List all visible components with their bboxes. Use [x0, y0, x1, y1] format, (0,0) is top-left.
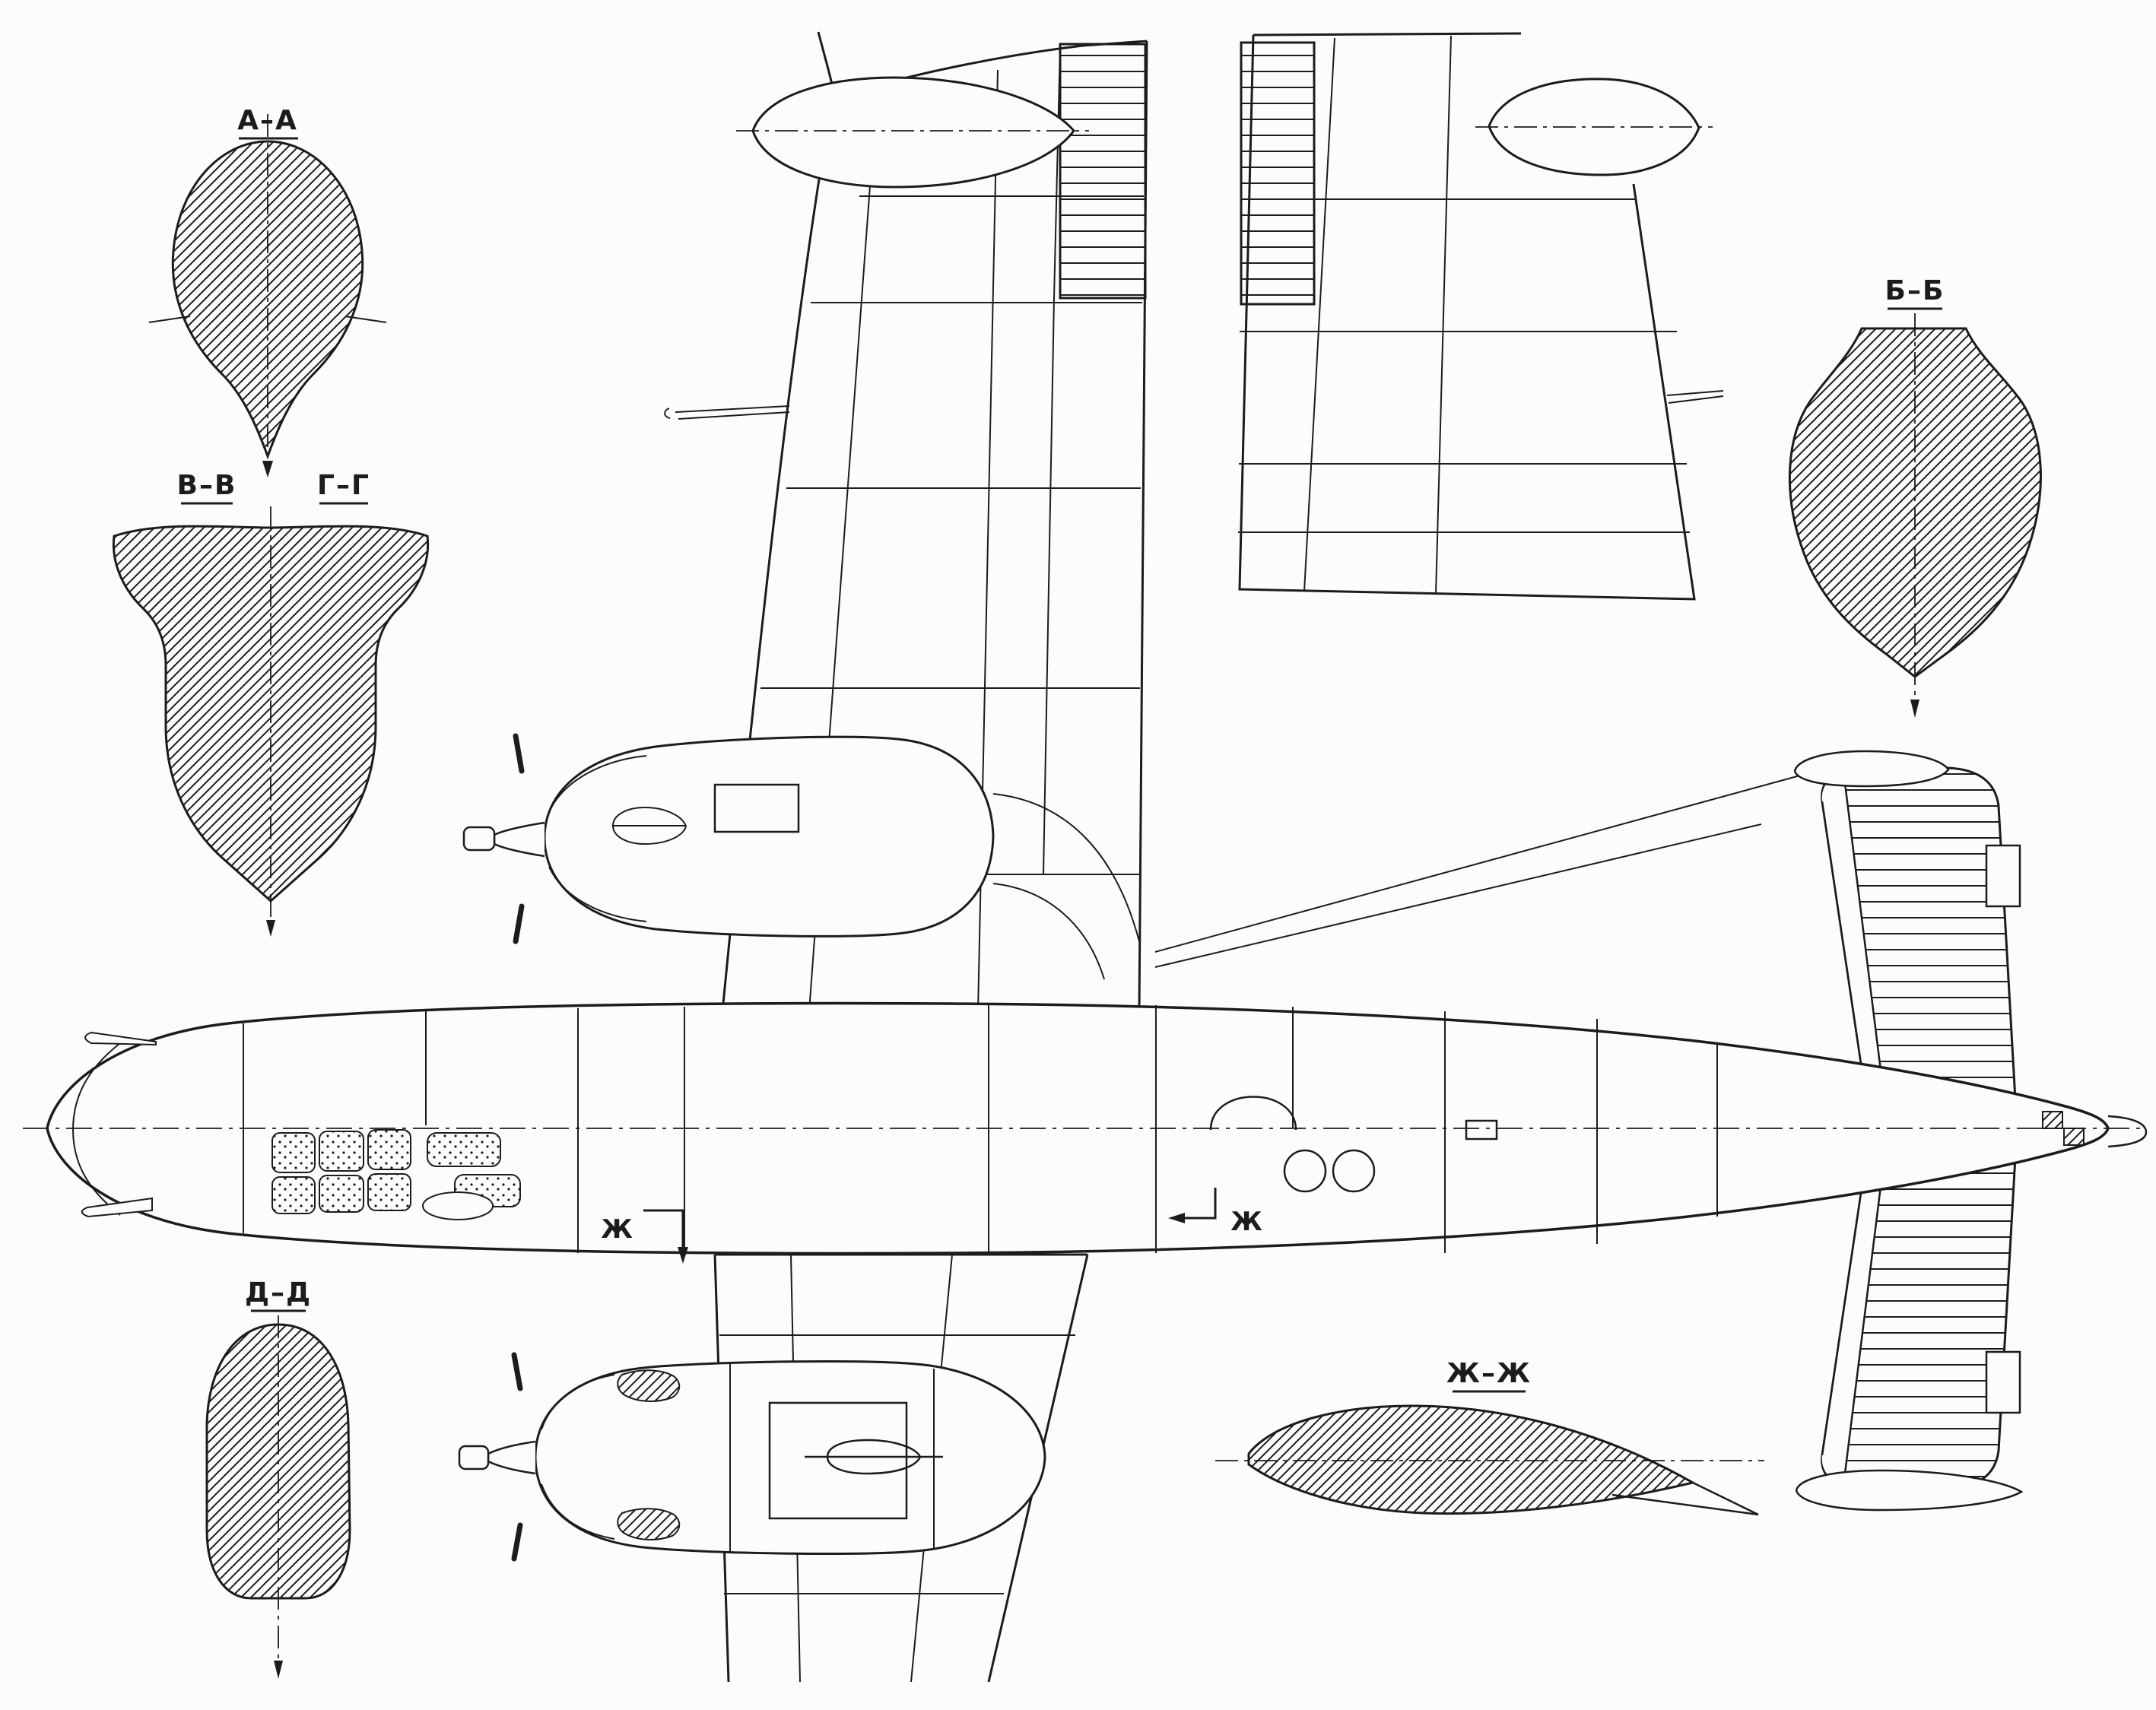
left-wingtip-tank [751, 76, 1075, 189]
section-bottom-arrow [1910, 700, 1919, 718]
stabilizer-top-leading-strip [1821, 771, 1885, 1104]
section-b-b: Б–Б [1788, 275, 2042, 718]
nacelle-body [534, 1360, 1046, 1555]
section-bottom-arrow [274, 1661, 283, 1679]
nose-hatch [271, 1132, 316, 1173]
section-label-g-g: Г–Г [317, 470, 370, 501]
stabilizer-bottom-pod [1795, 1469, 2024, 1512]
nose-hatch [271, 1176, 316, 1214]
nose-oval-hatch [422, 1191, 494, 1220]
section-d-d-shape [205, 1323, 351, 1600]
section-label-zh-zh: Ж–Ж [1446, 1358, 1532, 1389]
left-wing-pitot-tube [664, 405, 790, 420]
nose-hatch [319, 1175, 364, 1213]
zh-cut-markers: Ж Ж [601, 1188, 1264, 1264]
section-v-g-shape [112, 525, 430, 903]
nacelle-intake-hatched [617, 1369, 681, 1540]
upper-engine-nacelle [462, 733, 1140, 980]
airfoil-flap-tab [1611, 1481, 1759, 1516]
propeller-spinner [493, 821, 545, 858]
right-wing-pitot-tube [1666, 390, 1724, 404]
right-wing-panel-lines [1238, 198, 1690, 533]
propeller-blade-stubs [511, 1352, 523, 1562]
left-wing-panel-lines [741, 195, 1144, 875]
section-b-b-shape [1788, 327, 2042, 678]
marker-arrow-right [1183, 1188, 1217, 1220]
nose-hatch [367, 1173, 411, 1211]
nacelle-inner-panel [713, 783, 800, 833]
stabilizer-bottom-leading-strip [1821, 1153, 1885, 1486]
stabilizer-top-pod [1793, 750, 1950, 788]
section-bottom-arrow [262, 461, 273, 477]
right-wing-spars [1303, 35, 1452, 595]
right-wing-flap-ribbed [1240, 41, 1316, 306]
dorsal-dome [1209, 1096, 1297, 1131]
nacelle-inner-panel [768, 1401, 908, 1520]
propeller-hub [462, 826, 496, 852]
section-bottom-arrow [266, 920, 275, 937]
nose-window-hatches [271, 1129, 521, 1220]
nose-hatch [319, 1131, 364, 1172]
propeller-spinner [487, 1440, 536, 1475]
nose-hatch [427, 1132, 501, 1167]
section-d-d: Д–Д [205, 1277, 351, 1679]
marker-label-zh-left: Ж [601, 1214, 634, 1245]
propeller-hub [458, 1445, 490, 1470]
stabilizer-bottom-balance [1985, 1350, 2021, 1414]
nacelle-cowl-arcs [541, 1374, 615, 1540]
nacelle-eye-oval [805, 1439, 943, 1475]
nacelle-intake-teardrop [611, 806, 687, 845]
marker-arrowhead-right [1168, 1213, 1185, 1223]
section-label-v-v: В–В [177, 470, 237, 501]
tail-bullet-fairing [2107, 1115, 2148, 1148]
nose-hatch [367, 1129, 411, 1170]
stabilizer-bottom-spar [1821, 1152, 1886, 1486]
nacelle-divider-lines [729, 1363, 935, 1553]
section-a-a-shape [171, 140, 364, 460]
nacelle-fairing-arcs [992, 793, 1140, 980]
fuselage-circle-detail [1283, 1149, 1327, 1193]
marker-label-zh-right: Ж [1230, 1207, 1264, 1237]
tailplane [1821, 763, 2021, 1493]
stabilizer-top-balance [1985, 844, 2021, 908]
nose-inner-ring [71, 1042, 121, 1216]
wing-to-tail-fairing-lines [1154, 773, 1806, 968]
nose-bottom-stub [81, 1197, 153, 1218]
section-a-a: А–А [148, 105, 387, 477]
nose-top-stub [84, 1031, 157, 1046]
fuselage-small-panel [1465, 1119, 1498, 1141]
nacelle-cowl-arcs [548, 755, 647, 922]
marker-arrowhead-left [678, 1247, 688, 1264]
nacelle-body [543, 735, 995, 937]
section-zh-zh: Ж–Ж [1215, 1358, 1764, 1516]
fuselage-circle-detail [1332, 1149, 1376, 1193]
section-label-b-b: Б–Б [1885, 275, 1945, 306]
section-v-v-g-g: В–В Г–Г [112, 470, 430, 937]
section-label-a-a: А–А [237, 105, 298, 136]
lower-engine-nacelle [458, 1352, 1046, 1562]
stabilizer-top-spar [1821, 770, 1886, 1105]
marker-arrow-left [643, 1209, 684, 1250]
propeller-blade-stubs [513, 733, 525, 944]
left-wing-aileron-ribbed [1059, 43, 1147, 300]
left-wing-plan-view [664, 31, 1148, 1013]
right-wing-plan-view [1238, 32, 1724, 601]
section-label-d-d: Д–Д [245, 1277, 312, 1309]
section-side-ticks [148, 316, 387, 323]
right-wing-outline [1238, 32, 1696, 601]
